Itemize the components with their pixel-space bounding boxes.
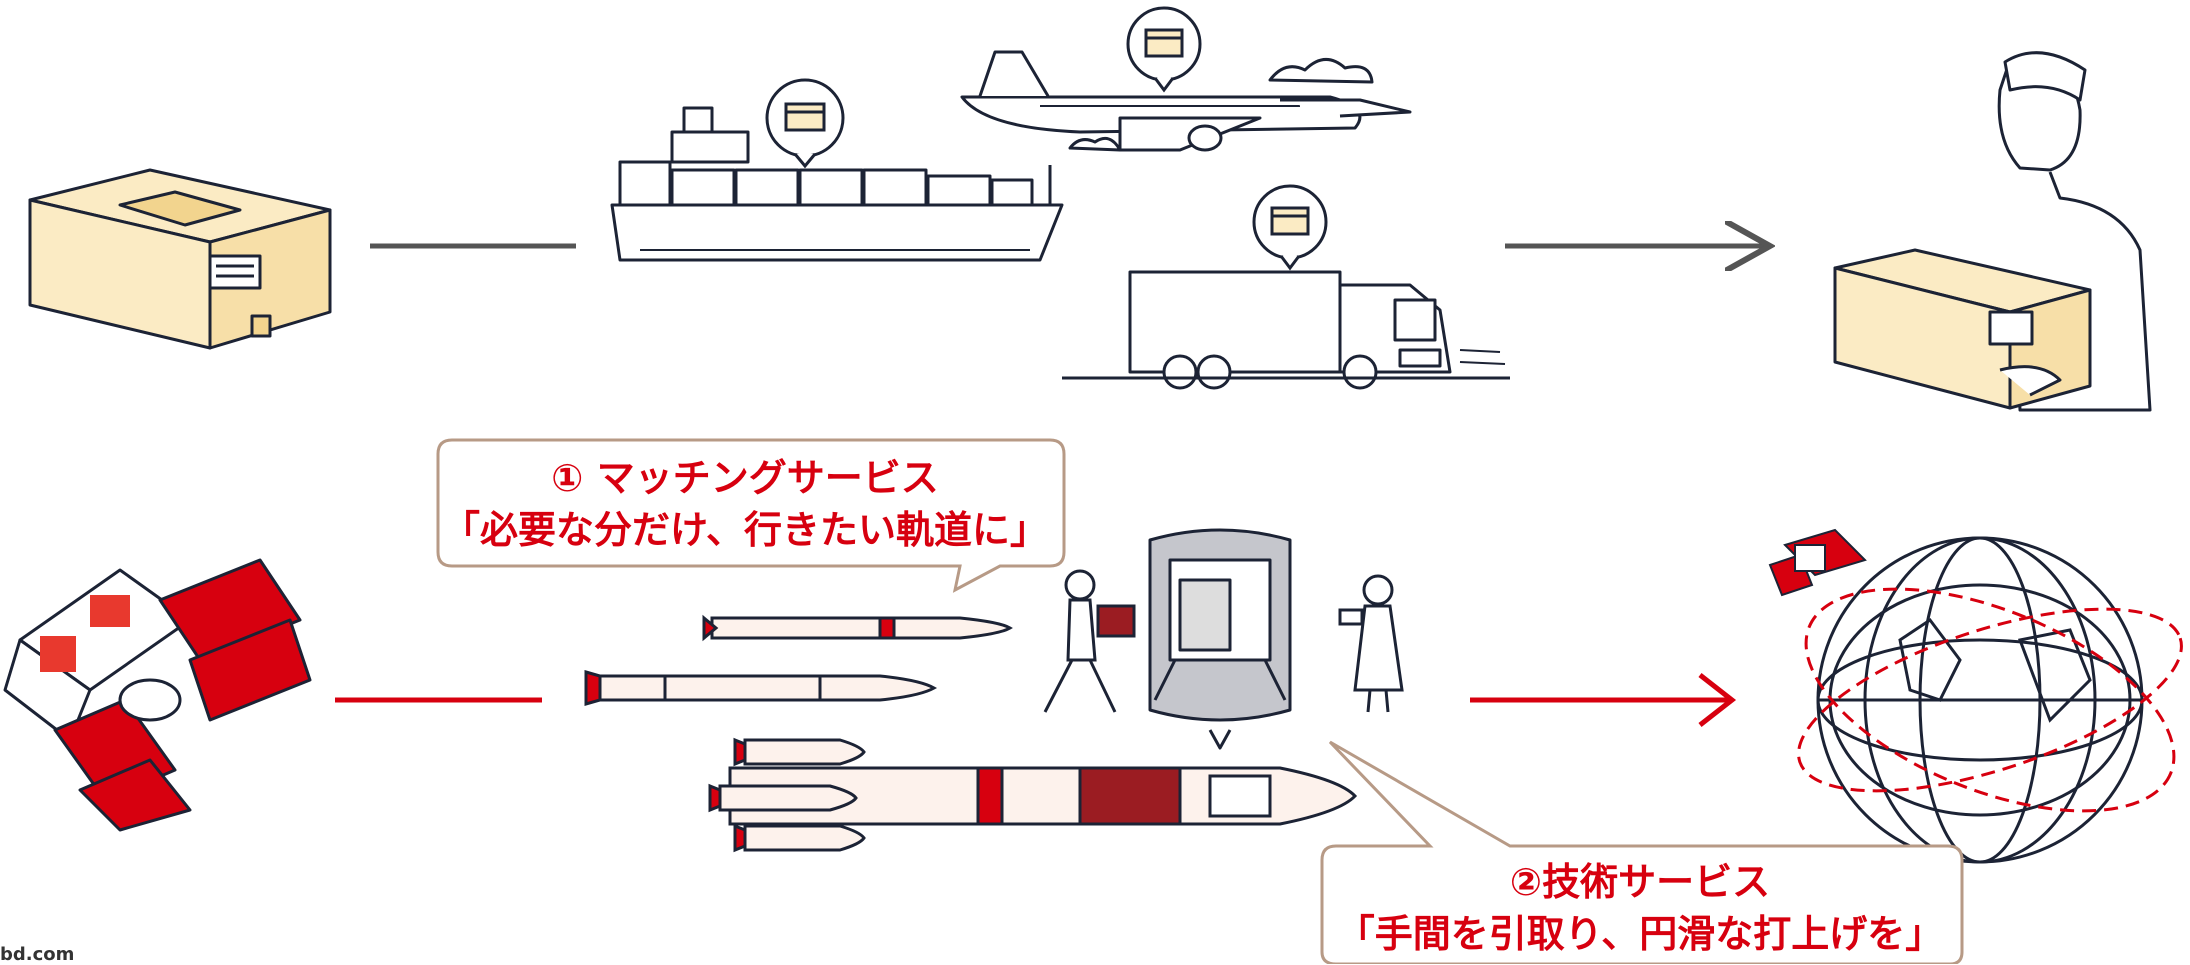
watermark-text: bd.com [0,944,75,965]
medium-rocket-icon [584,670,938,706]
orbit-ring-2 [1804,587,2176,813]
satellite-icon [3,558,312,832]
cardboard-box-icon [28,168,332,350]
engineer-with-clipboard-icon [1338,574,1404,713]
callout-matching-line1: ① マッチングサービス [551,456,939,500]
bottom-arrow-head [1698,673,1737,727]
globe-with-orbits-icon [1816,536,2144,864]
cargo-ship-icon [610,106,1064,262]
airplane-icon [960,50,1412,152]
package-bubble-plane [1126,6,1202,93]
package-bubble-truck [1252,184,1328,271]
callout-matching-line2: 「必要な分だけ、行きたい軌道に」 [441,508,1049,552]
satellite-fairing-icon [1148,528,1292,750]
callout-technical-text: ②技術サービス 「手間を引取り、円滑な打上げを」 [1320,856,1960,960]
large-rocket-icon [708,737,1358,853]
person-receiving-box-icon [1833,51,2152,412]
small-rocket-icon [702,614,1013,642]
truck-icon [1062,270,1510,390]
engineer-carrying-box-icon [1043,569,1136,713]
package-bubble-ship [765,78,845,169]
callout-technical-line2: 「手間を引取り、円滑な打上げを」 [1336,912,1944,956]
callout-matching-bubble [436,438,1066,593]
callout-technical-line1: ②技術サービス [1509,860,1771,904]
orbiting-satellite-icon [1768,528,1867,597]
callout-matching-text: ① マッチングサービス 「必要な分だけ、行きたい軌道に」 [430,452,1060,556]
